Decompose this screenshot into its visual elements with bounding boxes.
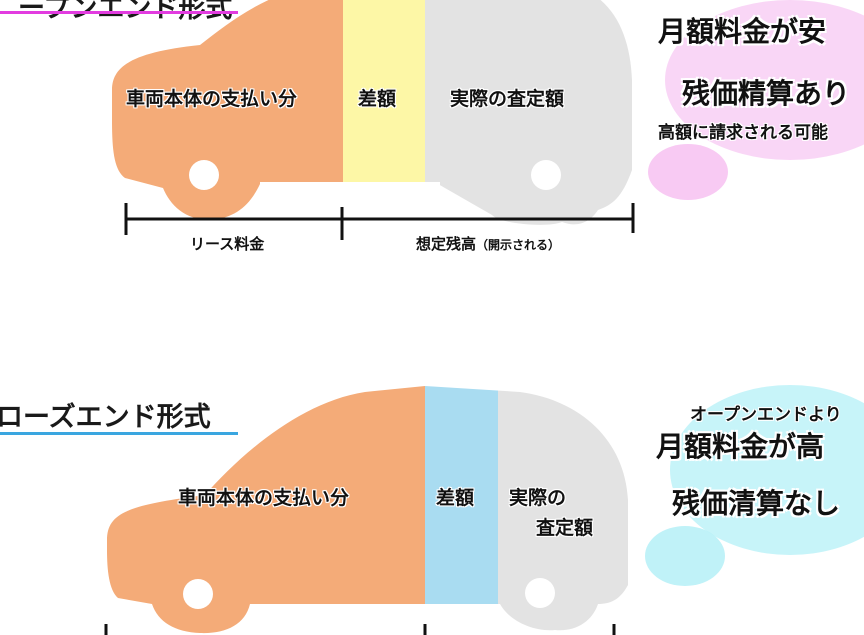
open-end-appraisal-label: 実際の査定額 [450,88,565,110]
open-end-car [112,0,632,225]
closed-end-appraisal-label-line1: 実際の [509,487,567,509]
closed-end-front-wheel-hub [183,579,213,609]
open-end-under-body-gap [260,182,440,186]
lease-fee-label: リース料金 [190,235,265,253]
open-end-difference-label: 差額 [358,88,397,110]
residual-note: （開示される） [476,238,561,252]
closed-end-heading: ローズエンド形式 [0,402,211,433]
open-end-note-line1: 月額料金が安 [658,15,827,48]
open-end-body-payment-label: 車両本体の支払い分 [126,88,298,110]
closed-end-body-payment-label: 車両本体の支払い分 [178,487,350,509]
pink-bubbles [648,0,864,200]
closed-end-rear-wheel-hub [525,578,555,608]
open-end-rear-wheel-hub [531,160,561,190]
cyan-bubbles [645,385,864,586]
residual-label: 想定残高（開示される） [416,233,560,254]
open-end-heading-underline [0,11,238,14]
closed-end-dimension-ticks [104,624,616,635]
closed-end-appraisal-label-line2: 査定額 [536,517,594,539]
closed-end-note-line0: オープンエンドより [690,405,842,425]
closed-end-difference-label: 差額 [436,487,475,509]
open-end-note-line2: 残価精算あり [682,77,851,110]
segment-appraisal [425,0,632,225]
open-end-front-wheel-hub [189,160,219,190]
closed-end-note-line2: 残価清算なし [672,487,841,520]
open-end-dimension-line [124,203,635,240]
segment-body-payment [112,0,343,225]
closed-end-note-line1: 月額料金が高 [656,430,825,463]
segment-difference [425,386,498,634]
residual-text: 想定残高 [416,235,477,253]
closed-end-heading-underline [0,432,238,435]
open-end-note-line3: 高額に請求される可能 [658,123,828,143]
segment-difference [343,0,425,225]
